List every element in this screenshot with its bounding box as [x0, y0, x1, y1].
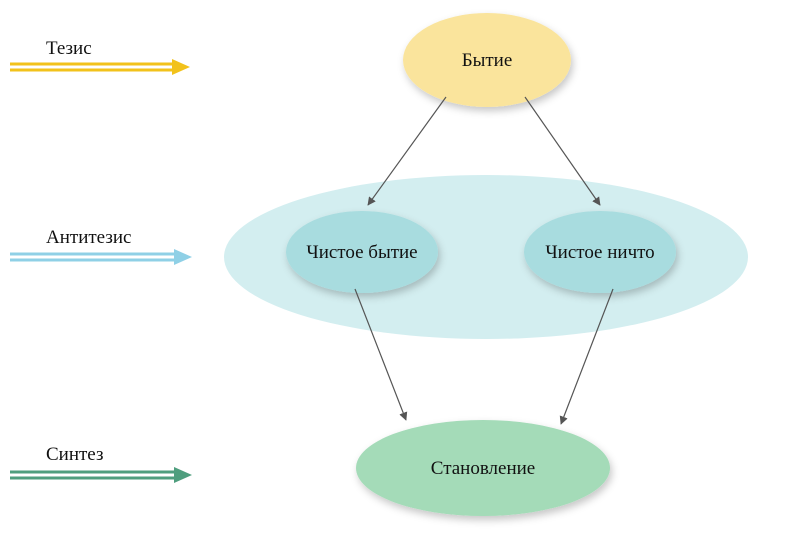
- node-pure-nothing-label: Чистое ничто: [545, 242, 654, 263]
- synthesis-double-arrow-icon: [10, 467, 192, 483]
- stage-synthesis-label: Синтез: [46, 444, 103, 465]
- stage-antithesis-label: Антитезис: [46, 227, 131, 248]
- node-pure-nothing: Чистое ничто: [524, 211, 676, 293]
- node-becoming: Становление: [356, 420, 610, 516]
- stage-thesis: Тезис: [10, 38, 190, 75]
- edge-being-to-pure-nothing: [524, 96, 601, 206]
- node-pure-being-label: Чистое бытие: [306, 242, 417, 263]
- stage-antithesis: Антитезис: [10, 227, 192, 265]
- node-pure-being: Чистое бытие: [286, 211, 438, 293]
- node-being-label: Бытие: [462, 50, 513, 71]
- edge-pure-being-to-becoming: [354, 288, 408, 421]
- edge-pure-nothing-to-becoming: [559, 288, 614, 425]
- edge-being-to-pure-being: [367, 96, 447, 206]
- thesis-double-arrow-icon: [10, 59, 190, 75]
- node-becoming-label: Становление: [431, 458, 535, 479]
- stage-thesis-label: Тезис: [46, 38, 92, 59]
- stage-synthesis: Синтез: [10, 444, 192, 483]
- antithesis-double-arrow-icon: [10, 249, 192, 265]
- node-being: Бытие: [403, 13, 571, 107]
